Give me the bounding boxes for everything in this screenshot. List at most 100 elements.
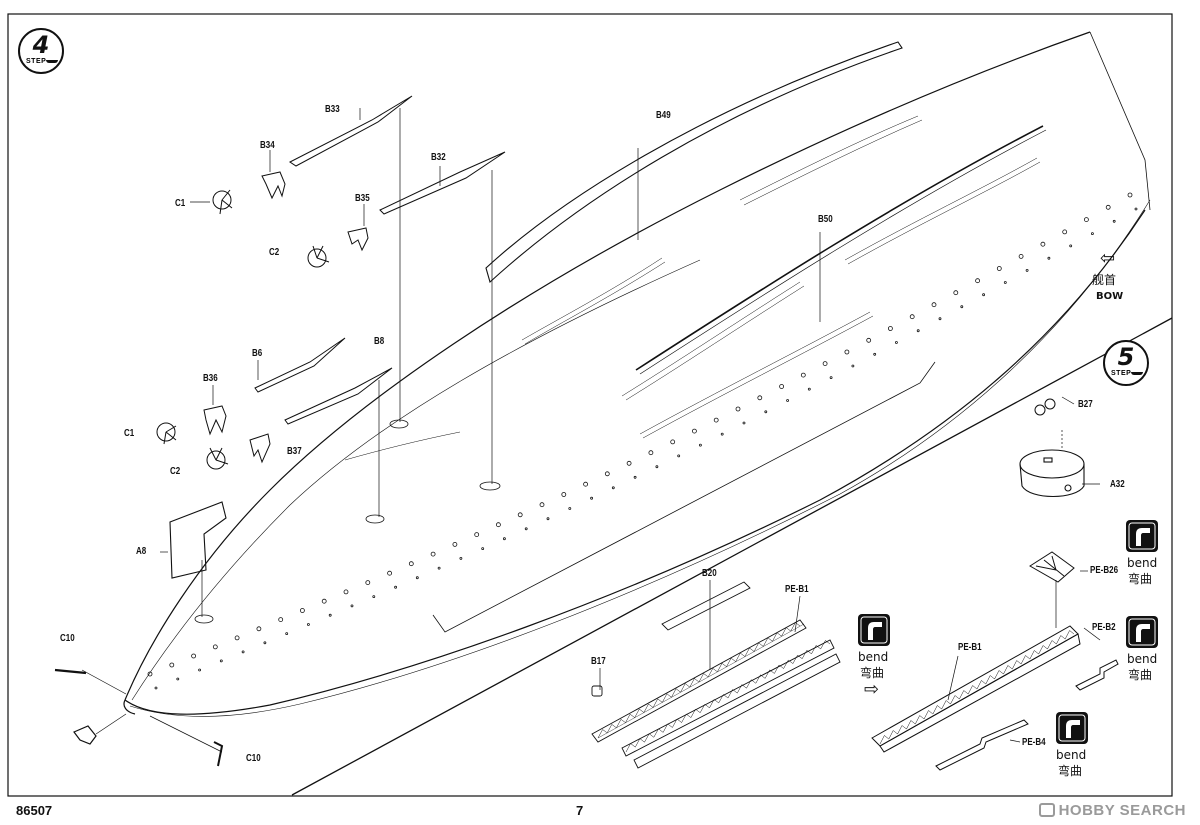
bend-label-cn: 弯曲 (1058, 764, 1083, 778)
rivet (437, 566, 441, 570)
part-label: B37 (287, 446, 302, 457)
porthole (474, 532, 480, 537)
truss-segment (1003, 665, 1013, 675)
step-word: STEP (1111, 370, 1132, 377)
truss-segment (644, 733, 654, 743)
truss-segment (1029, 650, 1039, 660)
part-label: PE-B2 (1092, 622, 1116, 633)
bend-label-cn: 弯曲 (1128, 668, 1153, 682)
page-frame (7, 13, 1173, 797)
porthole (909, 314, 915, 320)
porthole (822, 361, 828, 367)
step-word: STEP (26, 58, 47, 65)
rivet (655, 465, 659, 469)
truss-segment (689, 678, 700, 688)
rivet (481, 547, 485, 550)
rivet (1025, 268, 1029, 272)
rivet (633, 475, 637, 479)
part-label: A32 (1110, 479, 1125, 490)
porthole (452, 542, 458, 547)
part-PE-B4 (935, 719, 1029, 771)
truss-segment (811, 645, 821, 654)
porthole (648, 450, 654, 456)
part-C10-bottom (213, 741, 224, 767)
truss-segment (746, 679, 756, 689)
porthole (321, 598, 327, 604)
rivet (786, 399, 789, 402)
bend-label-cn: 弯曲 (860, 666, 885, 680)
truss-segment (897, 725, 907, 735)
truss-segment (672, 718, 682, 728)
truss-segment (597, 729, 608, 739)
porthole (1084, 217, 1089, 223)
rivet (1134, 207, 1138, 211)
truss-segment (680, 683, 690, 693)
truss-segment (753, 642, 764, 652)
bend-icon (1056, 712, 1088, 744)
truss-segment (1038, 645, 1048, 655)
rivet (394, 585, 398, 589)
strip-B49 (485, 41, 903, 284)
truss-segment (652, 698, 663, 708)
page-number: 7 (576, 803, 584, 818)
step-number: 5 (1117, 343, 1135, 371)
porthole (1127, 192, 1133, 198)
bend-label-en: bend (1127, 556, 1158, 570)
truss-segment (690, 708, 701, 718)
rivet (198, 668, 202, 672)
right-arrow-icon: ⇨ (864, 679, 880, 700)
porthole (278, 617, 284, 622)
truss-segment (671, 688, 681, 698)
rivet (285, 632, 289, 635)
porthole (779, 384, 784, 389)
strut-icon (203, 171, 369, 464)
part-label: PE-B1 (958, 642, 982, 653)
crane-truss (871, 625, 1081, 753)
bend-label-en: bend (1127, 652, 1158, 666)
truss-segment (879, 735, 889, 745)
truss-segment (699, 703, 710, 713)
porthole (408, 561, 414, 567)
truss-segment (1056, 635, 1066, 645)
truss-segment (681, 713, 692, 723)
part-label: C10 (246, 753, 261, 764)
porthole (626, 460, 632, 466)
truss-segment (1020, 655, 1031, 665)
bend-label-en: bend (1056, 748, 1087, 762)
step-number: 4 (32, 31, 50, 59)
truss-segment (653, 728, 664, 738)
truss-segment (606, 724, 617, 734)
part-label: B6 (252, 348, 263, 359)
part-label: B49 (656, 110, 671, 121)
part-label: C10 (60, 633, 75, 644)
truss-segment (755, 674, 766, 684)
truss-segment (717, 662, 727, 672)
truss-segment (718, 694, 729, 704)
bend-icon (858, 614, 890, 646)
porthole (495, 522, 501, 528)
porthole (539, 502, 545, 508)
step-divider (291, 317, 1173, 796)
rivet (677, 454, 681, 458)
truss-segment (1047, 640, 1057, 650)
rivet (1047, 256, 1051, 260)
bow-label-cn: 舰首 (1092, 273, 1117, 287)
truss-segment (1064, 630, 1075, 640)
truss-segment (737, 684, 747, 694)
rivet (873, 352, 877, 356)
truss-segment (941, 700, 951, 710)
rivet (1091, 232, 1094, 236)
truss-segment (959, 690, 969, 700)
truss-segment (709, 699, 719, 708)
truss-segment (744, 647, 755, 657)
porthole (931, 302, 937, 308)
porthole (234, 635, 240, 641)
hull (123, 31, 1151, 717)
deck-slots (344, 115, 1041, 461)
truss-segment (790, 622, 801, 632)
part-label: PE-B26 (1090, 565, 1119, 576)
portholes (147, 192, 1138, 690)
truss-segment (801, 649, 812, 659)
porthole (430, 551, 436, 557)
porthole (735, 406, 741, 412)
